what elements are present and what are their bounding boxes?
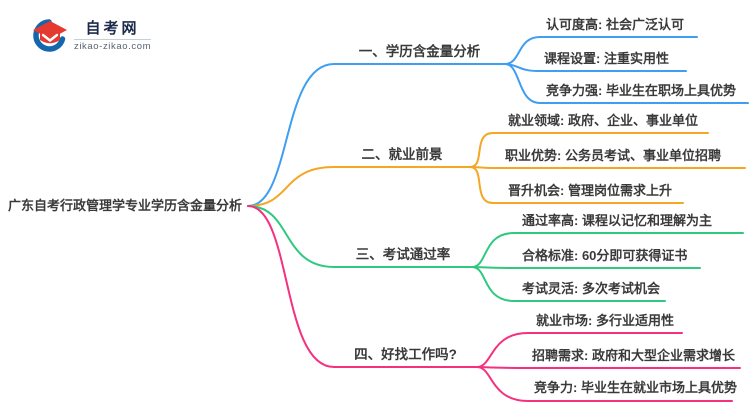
branch-4-item-1: 就业市场: 多行业适用性	[536, 313, 674, 328]
branch-3-item-1-connector	[471, 232, 744, 268]
branch-2-connector	[247, 166, 471, 207]
branch-3-connector	[247, 205, 473, 268]
branch-2-item-1-connector	[469, 132, 709, 168]
logo-text: 自考网 zikao-zikao.com	[74, 20, 152, 52]
branch-1-item-3-connector	[504, 63, 749, 104]
branch-2-item-2-connector	[469, 166, 746, 169]
branch-3-item-3-connector	[471, 266, 666, 302]
central-topic: 广东自考行政管理学专业学历含金量分析	[8, 198, 243, 213]
logo-title: 自考网	[85, 20, 140, 37]
logo-divider	[74, 39, 152, 40]
logo-domain: zikao-zikao.com	[74, 41, 152, 52]
branch-4-item-1-connector	[476, 332, 683, 368]
branch-4-item-2: 招聘需求: 政府和大型企业需求增长	[532, 348, 735, 363]
branch-1-item-3: 竞争力强: 毕业生在职场上具优势	[546, 83, 736, 98]
branch-4-label: 四、好找工作吗?	[354, 347, 457, 362]
branch-4-item-3: 竞争力: 毕业生在就业市场上具优势	[534, 380, 737, 395]
branch-4-item-2-connector	[476, 366, 741, 369]
site-logo: 自考网 zikao-zikao.com	[28, 19, 152, 53]
branch-1-item-1-connector	[504, 36, 698, 65]
branch-2-item-2: 职业优势: 公务员考试、事业单位招聘	[505, 148, 721, 163]
branch-2-item-3: 晋升机会: 管理岗位需求上升	[508, 183, 672, 198]
branch-2-label: 二、就业前景	[361, 147, 443, 162]
branch-1-item-2: 课程设置: 注重实用性	[544, 51, 669, 66]
branch-1-connector	[247, 63, 506, 207]
branch-3-label: 三、考试通过率	[355, 247, 451, 262]
branch-4-item-3-connector	[476, 366, 733, 402]
branch-1-item-1: 认可度高: 社会广泛认可	[546, 17, 684, 32]
branch-2-item-1: 就业领域: 政府、企业、事业单位	[508, 113, 698, 128]
branch-4-connector	[247, 205, 478, 368]
branch-3-item-2: 合格标准: 60分即可获得证书	[522, 248, 688, 263]
branch-2-item-3-connector	[469, 166, 684, 204]
branch-1-label: 一、学历含金量分析	[358, 44, 481, 59]
branch-3-item-2-connector	[471, 266, 701, 269]
branch-3-item-3: 考试灵活: 多次考试机会	[522, 281, 660, 296]
graduation-cap-icon	[33, 19, 67, 52]
branch-3-item-1: 通过率高: 课程以记忆和理解为主	[522, 213, 712, 228]
